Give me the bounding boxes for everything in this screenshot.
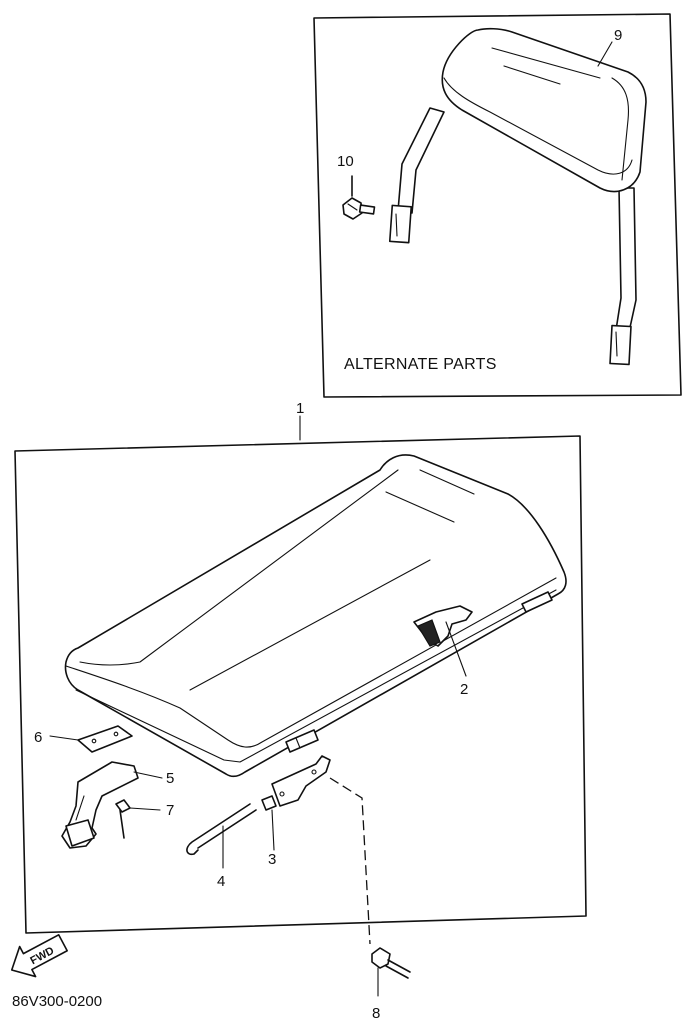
diagram-code: 86V300-0200: [12, 993, 102, 1010]
latch-mechanism-part-3: [261, 755, 331, 851]
callout-4: 4: [217, 873, 225, 890]
callout-5: 5: [166, 770, 174, 787]
seat-assembly-group: 1 2: [14, 400, 587, 945]
plate-part-6: [49, 725, 133, 753]
callout-3: 3: [268, 851, 276, 868]
latch-part-2: [413, 605, 473, 677]
bolt-part-10: [342, 175, 376, 220]
rivet-part-7: [115, 799, 161, 839]
callout-8: 8: [372, 1005, 380, 1022]
callout-6: 6: [34, 729, 42, 746]
callout-9: 9: [614, 27, 622, 44]
rod-part-4: [186, 803, 257, 869]
bolt-part-8: [371, 947, 411, 997]
alternate-parts-frame: [313, 13, 682, 398]
backrest-part-9: [388, 27, 647, 366]
alternate-parts-group: 9 10 ALTERNATE PARTS: [313, 13, 682, 398]
seat-assembly-frame: [14, 435, 587, 934]
forward-arrow-icon: FWD: [10, 934, 68, 978]
bracket-part-5: [61, 761, 163, 849]
callout-1: 1: [296, 400, 304, 417]
seat-part-1: [64, 454, 567, 778]
callout-2: 2: [460, 681, 468, 698]
callout-7: 7: [166, 802, 174, 819]
callout-10: 10: [337, 153, 354, 170]
alternate-parts-label: ALTERNATE PARTS: [344, 356, 497, 373]
